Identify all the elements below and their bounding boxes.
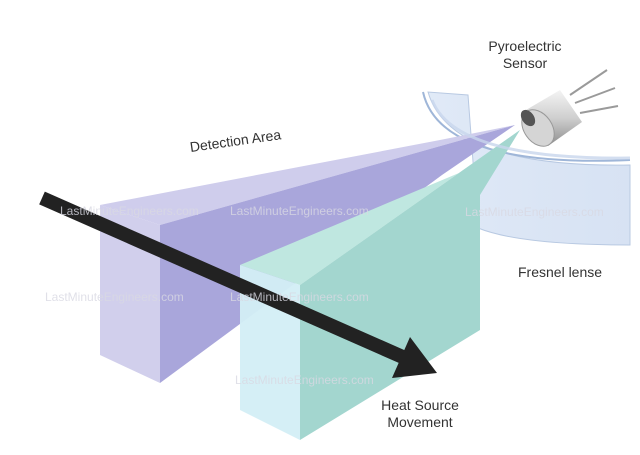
watermark: LastMinuteEngineers.com bbox=[465, 205, 604, 219]
watermark: LastMinuteEngineers.com bbox=[230, 290, 369, 304]
watermark: LastMinuteEngineers.com bbox=[45, 290, 184, 304]
pyroelectric-sensor bbox=[520, 69, 619, 147]
sensor-label-line1: Pyroelectric bbox=[488, 38, 562, 54]
watermark: LastMinuteEngineers.com bbox=[230, 204, 369, 218]
heat-source-label: Heat Source Movement bbox=[365, 397, 475, 431]
heat-source-label-line1: Heat Source bbox=[381, 397, 459, 413]
sensor-label-line2: Sensor bbox=[502, 55, 548, 71]
fresnel-lens-front-curve bbox=[430, 99, 631, 160]
heat-source-label-line2: Movement bbox=[387, 414, 453, 430]
heat-source-arrow bbox=[39, 191, 437, 378]
watermark: LastMinuteEngineers.com bbox=[60, 204, 199, 218]
fresnel-lens-label: Fresnel lense bbox=[518, 264, 603, 280]
sensor-window bbox=[520, 109, 536, 127]
watermark: LastMinuteEngineers.com bbox=[235, 373, 374, 387]
arrow-head bbox=[392, 337, 437, 378]
fresnel-lens-edge bbox=[422, 91, 631, 162]
teal-beam-top bbox=[240, 130, 520, 285]
purple-beam-top bbox=[100, 125, 515, 225]
teal-beam-side bbox=[300, 130, 520, 440]
sensor-label: Pyroelectric Sensor bbox=[470, 38, 580, 72]
purple-beam-side bbox=[160, 125, 515, 383]
